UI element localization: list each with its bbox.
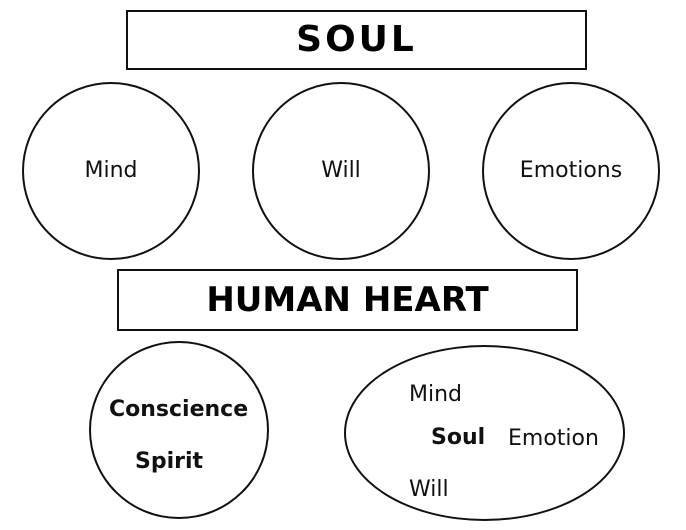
human-heart-title: HUMAN HEART	[206, 280, 489, 320]
will-label: Will	[321, 158, 361, 183]
emotions-label: Emotions	[519, 158, 623, 183]
spirit-label: Spirit	[135, 449, 204, 474]
will-circle: Will	[252, 82, 430, 260]
emotions-circle: Emotions	[482, 82, 660, 260]
soul-title: SOUL	[296, 19, 417, 60]
soul-title-box: SOUL	[126, 10, 587, 70]
mind-circle: Mind	[22, 82, 200, 260]
human-heart-title-box: HUMAN HEART	[117, 269, 578, 331]
conscience-spirit-circle: Conscience Spirit	[89, 341, 269, 519]
ellipse-will-label: Will	[409, 477, 449, 502]
mind-label: Mind	[84, 158, 138, 183]
ellipse-emotion-label: Emotion	[508, 426, 599, 451]
ellipse-soul-label: Soul	[431, 425, 486, 450]
soul-components-ellipse: Mind Soul Emotion Will	[344, 345, 625, 521]
ellipse-mind-label: Mind	[409, 382, 463, 407]
conscience-label: Conscience	[109, 397, 249, 422]
